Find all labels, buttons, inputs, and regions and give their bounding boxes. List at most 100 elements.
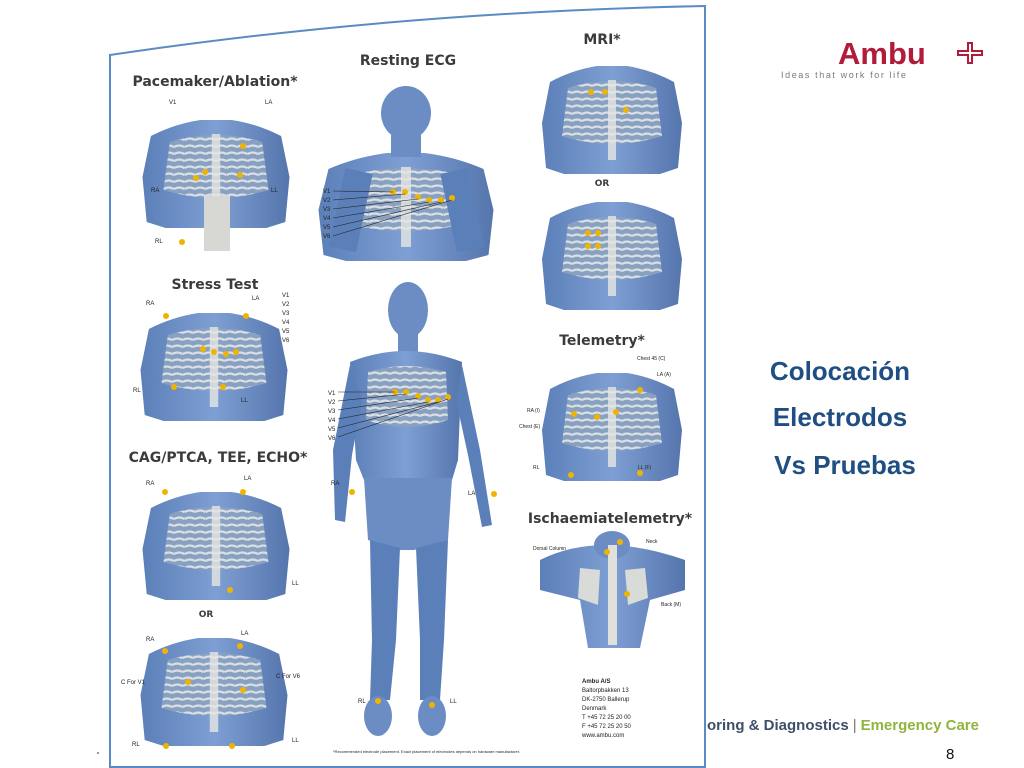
label-v1: V1 — [323, 189, 331, 195]
footer-banner: oring & Diagnostics|Emergency Care — [707, 717, 979, 734]
small-dot — [97, 752, 99, 754]
label-ra: RA — [146, 637, 154, 643]
section-title-telemetry: Telemetry* — [559, 333, 645, 349]
footer-separator: | — [852, 717, 857, 734]
label-la: LA — [468, 491, 475, 497]
label-ra-i: RA (I) — [527, 408, 540, 414]
lead-lines-resting — [332, 190, 453, 237]
label-ll: LL — [271, 188, 278, 194]
logo-tagline: Ideas that work for life — [781, 70, 908, 80]
figure-cag — [142, 492, 290, 600]
section-title-pacemaker: Pacemaker/Ablation* — [132, 74, 298, 90]
address-line: Baltorpbakken 13 — [582, 688, 629, 694]
electrodes-cag-or — [162, 643, 246, 749]
figure-mri — [542, 66, 682, 174]
section-title-mri: MRI* — [583, 32, 621, 48]
label-chest-e: Chest (E) — [519, 424, 540, 430]
label-v4: V4 — [323, 216, 331, 222]
label-chest45: Chest 45 (C) — [637, 356, 666, 362]
label-cforv1: C For V1 — [121, 680, 146, 686]
label-la: LA — [252, 296, 259, 302]
figure-ischaemia-back — [540, 531, 685, 648]
ambu-logo: Ambu — [838, 36, 926, 72]
label-v6: V6 — [323, 234, 331, 240]
label-la: LA — [265, 100, 272, 106]
label-la: LA — [244, 476, 251, 482]
label-ll-f: LL (F) — [638, 465, 651, 471]
label-v5: V5 — [328, 427, 336, 433]
section-title-ischaemia: Ischaemiatelemetry* — [528, 511, 693, 527]
label-rl: RL — [133, 388, 141, 394]
label-rl: RL — [155, 239, 163, 245]
figure-telemetry — [542, 373, 682, 481]
figure-full-body — [333, 282, 492, 736]
side-title-line-2: Electrodos — [772, 402, 908, 432]
label-ra: RA — [151, 188, 159, 194]
label-v3: V3 — [323, 207, 331, 213]
label-v4: V4 — [328, 418, 336, 424]
label-dorsal: Dorsal Column — [533, 546, 566, 552]
section-title-resting: Resting ECG — [360, 53, 456, 69]
figure-stress — [140, 313, 288, 421]
electrodes-ischaemia — [604, 539, 630, 597]
label-ra: RA — [146, 481, 154, 487]
label-cforv6: C For V6 — [276, 674, 301, 680]
footer-part-1: oring & Diagnostics — [707, 717, 849, 734]
section-or-2: OR — [199, 610, 214, 620]
label-v2: V2 — [323, 198, 331, 204]
label-v5: V5 — [323, 225, 331, 231]
label-v2: V2 — [328, 400, 336, 406]
address-line: www.ambu.com — [581, 733, 624, 739]
electrodes-full-body — [349, 389, 497, 708]
label-la-a: LA (A) — [657, 372, 671, 378]
label-ll: LL — [450, 699, 457, 705]
address-block: Ambu A/S Baltorpbakken 13 DK-2750 Baller… — [581, 679, 632, 739]
label-v4: V4 — [282, 320, 290, 326]
section-title-stress: Stress Test — [172, 277, 259, 293]
label-v5: V5 — [282, 329, 290, 335]
label-v1: V1 — [169, 100, 177, 106]
footer-part-2: Emergency Care — [860, 717, 979, 734]
logo-brand: Ambu — [838, 36, 926, 71]
label-ll: LL — [292, 581, 299, 587]
side-title-line-1: Colocación — [769, 356, 911, 386]
label-ll: LL — [292, 738, 299, 744]
label-rl: RL — [132, 742, 140, 748]
label-rl: RL — [358, 699, 366, 705]
label-v6: V6 — [282, 338, 290, 344]
label-v2: V2 — [282, 302, 290, 308]
label-ra: RA — [331, 481, 339, 487]
label-v6: V6 — [328, 436, 336, 442]
address-line: DK-2750 Ballerup — [582, 697, 630, 703]
address-line: Denmark — [582, 706, 607, 712]
label-v1: V1 — [282, 293, 290, 299]
address-line: T +45 72 25 20 00 — [582, 715, 631, 721]
label-ra: RA — [146, 301, 154, 307]
label-back-m: Back (M) — [661, 602, 681, 608]
address-line: Ambu A/S — [582, 679, 610, 685]
electrodes-telemetry — [568, 387, 643, 478]
ambu-cross-icon — [957, 42, 983, 64]
section-title-cag: CAG/PTCA, TEE, ECHO* — [129, 450, 308, 466]
side-title-line-3: Vs Pruebas — [774, 450, 916, 480]
figure-cag-or — [140, 638, 288, 746]
electrodes-mri-or — [585, 230, 601, 249]
section-or-1: OR — [595, 179, 610, 189]
label-la: LA — [241, 631, 248, 637]
label-rl: RL — [533, 465, 540, 471]
lead-lines-full-body — [337, 391, 449, 438]
electrodes-cag — [162, 489, 246, 593]
electrodes-mri — [588, 89, 629, 113]
figure-mri-or — [542, 202, 682, 310]
address-line: F +45 72 25 20 50 — [582, 724, 632, 730]
spine-lower — [204, 196, 230, 251]
electrodes-pacemaker — [179, 143, 246, 245]
label-v3: V3 — [282, 311, 290, 317]
poster-footnote: *Recommended electrode placement. Exact … — [333, 749, 520, 754]
label-v3: V3 — [328, 409, 336, 415]
electrodes-stress — [163, 313, 249, 390]
page-number: 8 — [946, 746, 955, 763]
label-v1: V1 — [328, 391, 336, 397]
label-ll: LL — [241, 398, 248, 404]
